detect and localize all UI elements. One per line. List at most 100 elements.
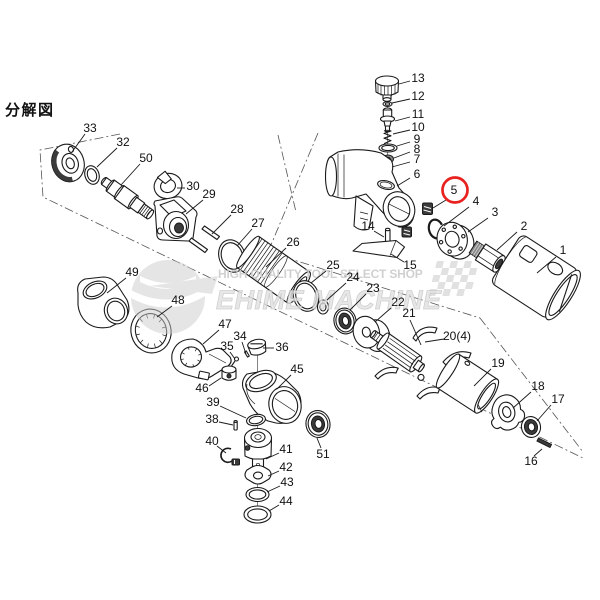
part-label-25: 25 bbox=[326, 258, 340, 272]
leader-line-4 bbox=[443, 206, 470, 227]
part-6-housing bbox=[324, 149, 416, 231]
watermark-brand: EHIME MACHINE bbox=[216, 285, 444, 315]
leader-line-48 bbox=[156, 305, 173, 318]
part-throttle-valve-pieces bbox=[401, 202, 433, 238]
part-label-42: 42 bbox=[279, 460, 293, 474]
leader-line-1 bbox=[536, 256, 557, 274]
part-label-10: 10 bbox=[411, 120, 425, 134]
leader-line-27 bbox=[236, 228, 253, 247]
part-label-49: 49 bbox=[125, 265, 139, 279]
part-label-27: 27 bbox=[251, 216, 265, 230]
part-label-47: 47 bbox=[218, 317, 232, 331]
leader-line-38 bbox=[218, 421, 234, 426]
part-9-oring bbox=[378, 143, 398, 153]
part-18-end-plate bbox=[490, 394, 526, 431]
leader-line-18 bbox=[512, 391, 532, 409]
part-label-46: 46 bbox=[195, 381, 209, 395]
part-13-cap bbox=[374, 75, 400, 102]
leader-line-13 bbox=[398, 80, 411, 85]
leader-line-9 bbox=[396, 141, 411, 147]
part-labels: 1234567891011121314151617181920(4)212223… bbox=[71, 71, 567, 512]
page-title: 分解図 bbox=[5, 101, 55, 119]
leader-line-8 bbox=[393, 151, 411, 159]
leader-line-26 bbox=[265, 247, 287, 268]
part-16-pin bbox=[536, 437, 553, 449]
part-label-20(4): 20(4) bbox=[443, 329, 471, 343]
leader-line-14 bbox=[373, 230, 385, 238]
highlight-circle-part-5 bbox=[441, 176, 469, 204]
part-36-knob bbox=[247, 338, 267, 356]
watermark-tagline: HIGH QUALITY TOOL SELECT SHOP bbox=[218, 267, 424, 281]
part-label-32: 32 bbox=[116, 135, 130, 149]
part-label-41: 41 bbox=[279, 442, 293, 456]
part-39-oring bbox=[246, 413, 266, 427]
leader-line-25 bbox=[310, 270, 327, 284]
part-50-shaft bbox=[100, 177, 155, 220]
leader-line-49 bbox=[106, 277, 127, 294]
part-label-8: 8 bbox=[414, 142, 421, 156]
leader-line-7 bbox=[391, 161, 411, 168]
part-32-oring bbox=[84, 165, 100, 185]
part-3-flange bbox=[436, 221, 475, 260]
part-47-clamp-lever bbox=[171, 338, 232, 381]
part-label-45: 45 bbox=[290, 362, 304, 376]
leader-line-11 bbox=[394, 116, 411, 122]
leader-line-29 bbox=[185, 199, 204, 215]
leader-line-12 bbox=[391, 98, 411, 104]
part-label-7: 7 bbox=[414, 152, 421, 166]
part-label-15: 15 bbox=[403, 258, 417, 272]
part-46-bushing bbox=[221, 365, 237, 381]
part-label-40: 40 bbox=[205, 434, 219, 448]
leader-line-6 bbox=[396, 177, 411, 187]
part-label-50: 50 bbox=[139, 151, 153, 165]
part-label-23: 23 bbox=[366, 281, 380, 295]
leader-line-21 bbox=[409, 319, 422, 346]
part-label-1: 1 bbox=[560, 243, 567, 257]
part-label-11: 11 bbox=[412, 107, 425, 121]
part-28-pins bbox=[188, 225, 221, 254]
leader-line-35 bbox=[229, 351, 236, 360]
part-1-sleeve bbox=[491, 235, 581, 321]
leader-line-2 bbox=[496, 231, 518, 251]
part-21-rotor bbox=[370, 330, 425, 381]
part-25-oring bbox=[292, 280, 320, 312]
part-38-pin bbox=[233, 420, 238, 431]
leader-line-19 bbox=[473, 368, 492, 387]
part-label-30: 30 bbox=[186, 179, 200, 193]
part-24-washer bbox=[316, 299, 330, 315]
leader-line-5 bbox=[432, 199, 447, 209]
part-label-28: 28 bbox=[230, 202, 244, 216]
leader-line-32 bbox=[96, 147, 118, 168]
part-41-ratchet-head bbox=[243, 427, 273, 474]
part-10-spring bbox=[383, 129, 392, 145]
part-label-14: 14 bbox=[361, 219, 375, 233]
part-label-18: 18 bbox=[531, 379, 545, 393]
watermark: HIGH QUALITY TOOL SELECT SHOP EHIME MACH… bbox=[131, 260, 478, 334]
parts-artwork bbox=[51, 75, 581, 524]
part-label-24: 24 bbox=[346, 270, 360, 284]
part-label-17: 17 bbox=[551, 392, 565, 406]
part-label-35: 35 bbox=[220, 339, 234, 353]
leader-line-22 bbox=[374, 307, 392, 323]
leader-line-51 bbox=[316, 437, 322, 449]
leader-line-24 bbox=[326, 282, 347, 301]
leader-line-41 bbox=[265, 452, 280, 460]
leader-line-44 bbox=[268, 504, 280, 512]
leader-line-17 bbox=[536, 404, 552, 422]
part-label-26: 26 bbox=[286, 235, 300, 249]
part-19-cylinder bbox=[435, 353, 500, 414]
part-label-13: 13 bbox=[411, 71, 425, 85]
part-33-pulley bbox=[51, 143, 85, 183]
leader-line-20(4) bbox=[424, 338, 445, 343]
part-11-valve-stem bbox=[379, 107, 396, 133]
leader-line-46 bbox=[208, 377, 222, 387]
part-label-34: 34 bbox=[233, 329, 247, 343]
part-23-bearing bbox=[333, 307, 357, 335]
part-45-head-housing bbox=[241, 369, 302, 424]
part-15-lever bbox=[352, 239, 406, 259]
part-29-yoke-block bbox=[153, 196, 198, 242]
part-12-washer bbox=[382, 101, 393, 107]
leader-line-28 bbox=[211, 214, 232, 235]
part-label-38: 38 bbox=[205, 412, 219, 426]
